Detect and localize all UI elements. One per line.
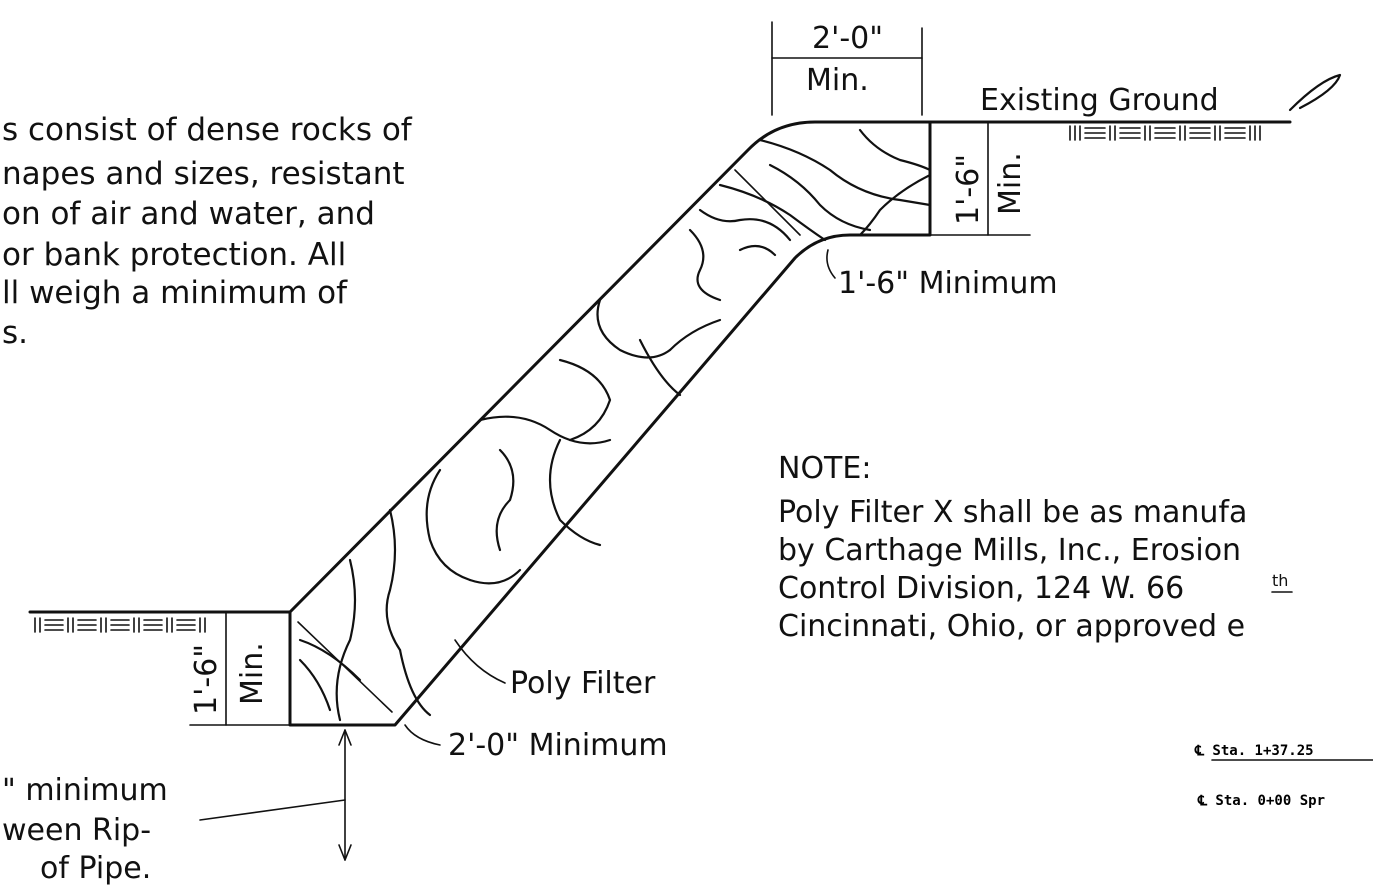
left-note-line: s consist of dense rocks of	[2, 112, 413, 148]
top-width-label: 2'-0"	[812, 21, 883, 56]
note-block: NOTE: Poly Filter X shall be as manufa b…	[778, 451, 1293, 644]
bottom-depth-sub-label: Min.	[235, 642, 270, 705]
station-line: ℄ Sta. 1+37.25	[1194, 743, 1314, 759]
ground-hatch	[1069, 125, 1261, 141]
bottom-ground	[28, 610, 292, 633]
top-depth-sub-label: Min.	[993, 152, 1028, 215]
poly-filter-callout: Poly Filter	[454, 639, 656, 701]
station-line: ℄ Sta. 0+00 Spr	[1197, 793, 1325, 809]
bottom-depth-label: 1'-6"	[189, 644, 224, 715]
note-line: Poly Filter X shall be as manufa	[778, 495, 1247, 530]
stone-pattern	[298, 128, 932, 722]
callout-leader	[454, 639, 506, 684]
note-line: by Carthage Mills, Inc., Erosion	[778, 533, 1241, 568]
poly-filter-line	[393, 256, 797, 727]
top-depth-label: 1'-6"	[951, 154, 986, 225]
note-line: Cincinnati, Ohio, or approved e	[778, 609, 1245, 644]
ground-hatch	[34, 617, 206, 633]
bottom-left-line: of Pipe.	[40, 851, 151, 886]
thickness-1-6-callout: 1'-6" Minimum	[734, 169, 1058, 301]
bottom-depth-dimension: 1'-6" Min.	[189, 611, 291, 726]
pipe-clearance-dimension	[199, 729, 352, 861]
left-note: s consist of dense rocks of napes and si…	[2, 112, 413, 351]
existing-ground: Existing Ground	[928, 73, 1342, 141]
left-note-line: or bank protection. All	[2, 237, 346, 273]
left-note-line: napes and sizes, resistant	[2, 156, 405, 192]
callout-leader	[826, 249, 836, 279]
bottom-left-note: " minimum ween Rip- of Pipe.	[2, 773, 168, 886]
arrow-head	[338, 729, 352, 746]
left-note-line: ll weigh a minimum of	[2, 275, 348, 311]
left-note-line: s.	[2, 315, 28, 351]
existing-ground-leader	[1288, 73, 1342, 112]
thickness-arrow	[297, 621, 393, 713]
minimum-2-0-label: 2'-0" Minimum	[448, 728, 668, 763]
note-line: Control Division, 124 W. 66	[778, 571, 1184, 606]
thickness-2-0-callout: 2'-0" Minimum	[297, 621, 668, 763]
top-width-sub-label: Min.	[806, 63, 869, 98]
arrow-head	[338, 844, 352, 861]
top-width-dimension: 2'-0" Min.	[771, 21, 923, 116]
note-superscript: th	[1272, 571, 1288, 590]
note-heading: NOTE:	[778, 451, 871, 486]
top-depth-dimension: 1'-6" Min.	[929, 121, 1031, 236]
callout-leader	[199, 799, 346, 821]
left-note-line: on of air and water, and	[2, 196, 375, 232]
bottom-left-line: " minimum	[2, 773, 168, 808]
bottom-left-line: ween Rip-	[2, 813, 151, 848]
poly-filter-label: Poly Filter	[510, 666, 656, 701]
callout-leader	[404, 724, 441, 746]
minimum-1-6-label: 1'-6" Minimum	[838, 266, 1058, 301]
stations: ℄ Sta. 1+37.25 ℄ Sta. 0+00 Spr	[1194, 743, 1373, 809]
existing-ground-label: Existing Ground	[980, 83, 1219, 118]
thickness-arrow	[734, 169, 801, 236]
